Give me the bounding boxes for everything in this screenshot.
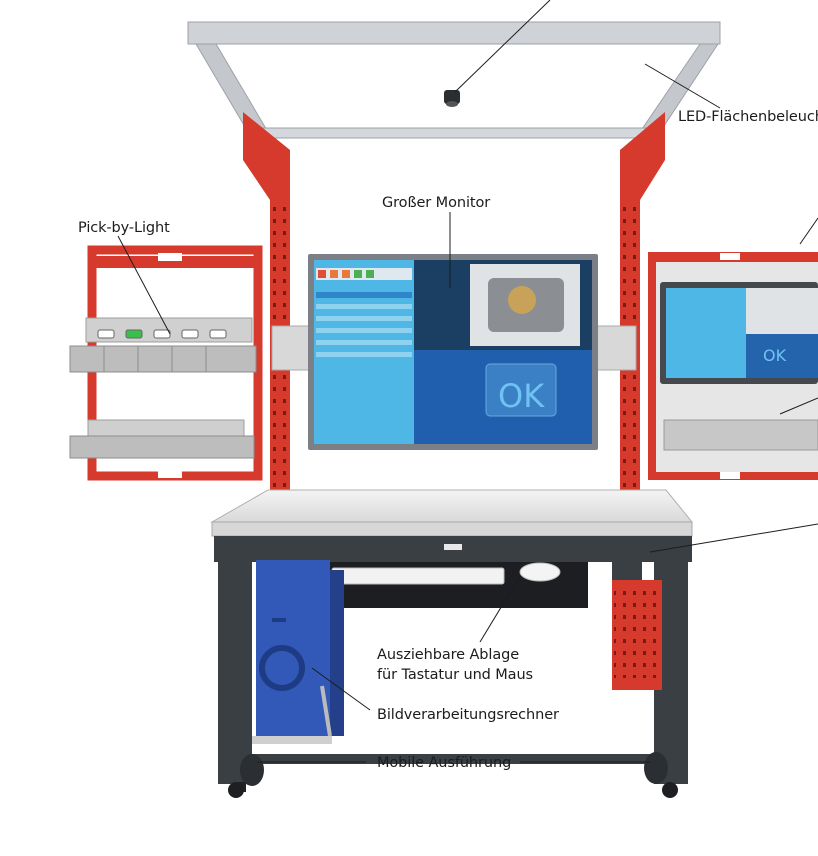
light-indicator [153,329,171,339]
callout-lines [117,0,818,763]
desk-top [210,489,694,562]
small-monitor [660,282,818,384]
light-indicator-active [125,329,143,339]
upright-left [243,112,290,490]
light-indicator [209,329,227,339]
tray-label-line1: Ausziehbare Ablage [377,647,520,663]
led-light-frame [187,21,721,139]
monitor-label: Großer Monitor [382,195,491,211]
monitor-bracket-left [271,325,313,371]
light-indicator [181,329,199,339]
camera-icon [444,90,460,107]
caster-right [644,752,678,798]
keyboard-tray [326,562,588,608]
mobile-label: Mobile Ausführung [377,755,512,771]
desk-frame [218,560,688,784]
tray-label-line2: für Tastatur und Maus [377,667,534,683]
pick-by-light-label: Pick-by-Light [78,220,170,236]
light-indicator [97,329,115,339]
large-monitor [308,254,598,450]
led-lighting-label: LED-Flächenbeleuchtung [678,109,818,125]
ok-screen-text: OK [498,377,545,415]
pick-by-light-panel [69,245,263,481]
ok-small-screen-text: OK [763,346,787,365]
image-processing-computer [252,560,344,744]
computer-label: Bildverarbeitungsrechner [377,707,559,723]
monitor-bracket-right [595,325,637,371]
